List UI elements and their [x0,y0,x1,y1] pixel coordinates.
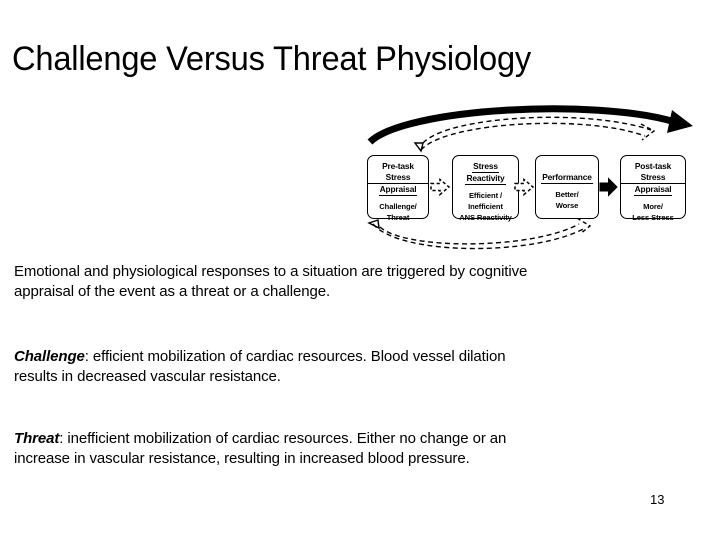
process-diagram: Pre-task Stress Appraisal Challenge/ Thr… [345,100,715,260]
box-body: More/ Less Stress [632,201,674,222]
page-number: 13 [650,492,665,507]
body-paragraph-appraisal: Emotional and physiological responses to… [14,263,528,300]
arrow-reactivity-to-performance-icon [514,177,535,197]
challenge-description: : efficient mobilization of cardiac reso… [14,348,506,385]
body-paragraph-threat: Threat: inefficient mobilization of card… [14,429,534,468]
threat-term: Threat [14,430,60,447]
feedback-arc-top-solid-icon [367,105,693,145]
arrow-performance-to-post-icon [599,177,618,197]
feedback-arc-bottom-dashed-icon [367,217,592,250]
challenge-term: Challenge [14,348,85,365]
body-paragraph-challenge: Challenge: efficient mobilization of car… [14,347,534,386]
diagram-box-post-task-stress-appraisal: Post-task Stress Appraisal More/ Less St… [620,155,686,222]
threat-description: : inefficient mobilization of cardiac re… [14,430,507,467]
box-header: Stress Reactivity [465,161,506,185]
diagram-box-stress-reactivity: Stress Reactivity Efficient / Inefficien… [452,155,519,222]
arrow-pre-to-reactivity-icon [430,177,451,197]
box-body: Efficient / Inefficient ANS Reactivity [459,191,512,222]
box-header: Post-task Stress Appraisal [621,161,685,196]
diagram-box-pre-task-stress-appraisal: Pre-task Stress Appraisal Challenge/ Thr… [367,155,429,222]
box-body: Better/ Worse [555,190,579,210]
box-body: Challenge/ Threat [379,201,417,222]
diagram-connectors [367,105,693,250]
box-header: Pre-task Stress Appraisal [368,161,428,196]
page-title: Challenge Versus Threat Physiology [12,40,532,78]
feedback-arc-top-dashed-icon [413,116,656,153]
diagram-box-performance: Performance Better/ Worse [535,155,599,219]
box-header: Performance [541,172,593,184]
